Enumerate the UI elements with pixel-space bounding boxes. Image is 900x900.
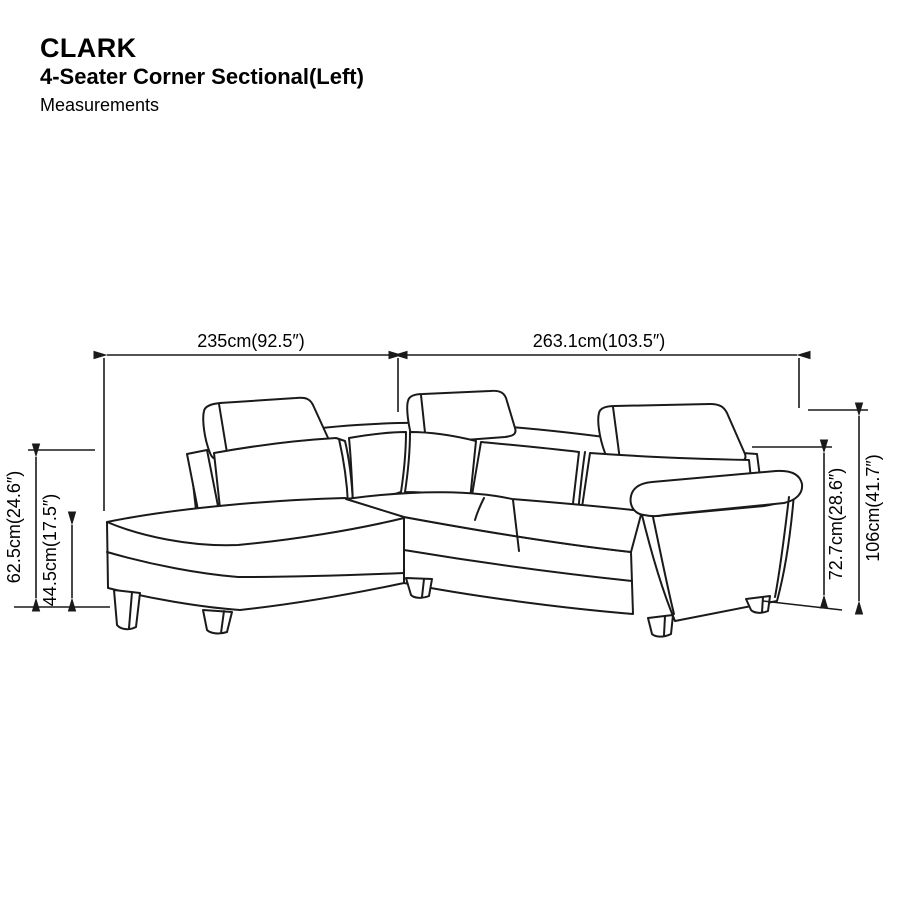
headrest-right — [597, 403, 747, 463]
chaise-base-seam — [106, 551, 405, 578]
right-base-seam — [403, 549, 633, 582]
foot-arm-back — [745, 595, 771, 614]
seat-seam-corner — [474, 497, 485, 521]
product-title: 4-Seater Corner Sectional(Left) — [40, 64, 364, 90]
brand-title: CLARK — [40, 33, 137, 63]
foot-corner — [405, 577, 433, 599]
foot-chaise-front-edge — [220, 610, 225, 634]
foot-chaise-left — [113, 589, 141, 631]
measurements-caption: Measurements — [40, 94, 160, 115]
dim-label-sofa-width: 263.1cm(103.5″) — [533, 331, 665, 351]
foot-chaise-front — [202, 609, 233, 635]
dimension-annotations — [14, 350, 868, 615]
dim-label-total-height: 106cm(41.7″) — [863, 454, 883, 561]
dim-label-chaise-width: 235cm(92.5″) — [197, 331, 304, 351]
seat-cushion-surface — [345, 491, 643, 553]
dim-label-back-height-right: 72.7cm(28.6″) — [826, 468, 846, 580]
armrest-roll — [629, 469, 804, 518]
dim-label-back-height-left: 62.5cm(24.6″) — [4, 471, 24, 583]
foot-arm-front — [647, 614, 674, 638]
seat-seam-middle — [512, 499, 520, 552]
back-cushion-corner-right — [404, 431, 477, 501]
chaise-body — [106, 497, 405, 611]
headrest-right-edge — [612, 406, 621, 461]
foot-corner-edge — [421, 578, 425, 598]
armrest-inner-contour — [652, 516, 675, 615]
back-cushion-corner-left — [348, 431, 407, 505]
header: CLARK 4-Seater Corner Sectional(Left) Me… — [40, 34, 364, 116]
back-cushion-left-piping — [338, 438, 349, 505]
armrest-outer-contour — [774, 496, 790, 598]
foot-chaise-left-edge — [128, 591, 133, 629]
dim-label-seat-height: 44.5cm(17.5″) — [40, 494, 60, 606]
dimension-labels: 235cm(92.5″) 263.1cm(103.5″) 62.5cm(24.6… — [4, 331, 883, 606]
sofa-illustration — [106, 389, 804, 638]
foot-arm-back-edge — [761, 596, 764, 613]
ext-line-ground-right — [762, 600, 843, 611]
foot-arm-front-edge — [663, 615, 666, 636]
chaise-seat-front-edge — [106, 517, 405, 547]
